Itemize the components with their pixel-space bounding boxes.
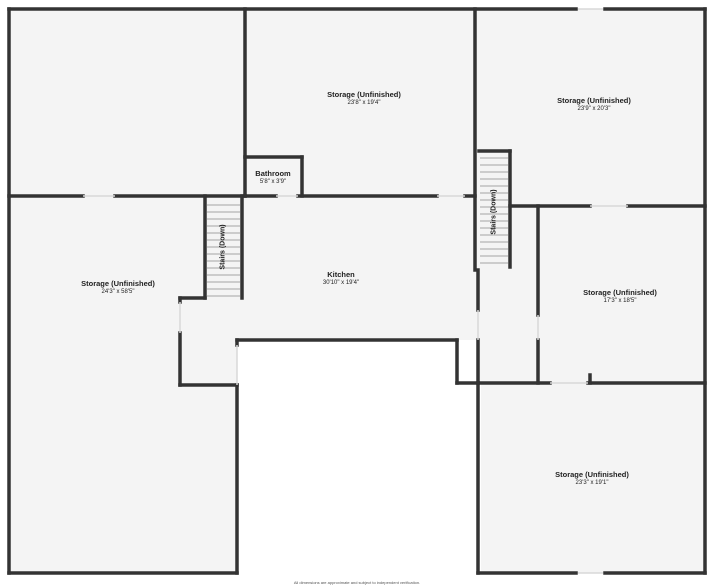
stairs-left-label: Stairs (Down) [219,224,227,270]
room-dimensions: 30'10" x 19'4" [322,280,360,286]
room-dimensions: 23'9" x 20'3" [577,106,611,112]
exterior-notch [237,340,478,576]
room-label-storage-top-right: Storage (Unfinished) 23'9" x 20'3" [557,96,631,113]
stairs-right-label: Stairs (Down) [490,189,498,235]
room-name: Bathroom [255,169,291,178]
room-dimensions: 23'8" x 19'4" [347,100,381,106]
room-dimensions: 23'3" x 19'1" [575,480,609,486]
room-label-storage-bottom-right: Storage (Unfinished) 23'3" x 19'1" [555,470,629,487]
room-label-kitchen: Kitchen 30'10" x 19'4" [323,270,359,287]
disclaimer-text: All dimensions are approximate and subje… [293,580,421,585]
room-name: Storage (Unfinished) [555,470,629,479]
room-name: Storage (Unfinished) [81,279,155,288]
stairs-left-treads [207,204,240,297]
room-name: Kitchen [327,270,355,279]
room-label-storage-left: Storage (Unfinished) 24'3" x 58'5" [81,279,155,296]
room-name: Storage (Unfinished) [327,90,401,99]
room-label-storage-top-middle: Storage (Unfinished) 23'8" x 19'4" [327,90,401,107]
walls [7,7,707,575]
door-gaps [83,8,628,574]
room-dimensions: 17'3" x 18'5" [603,298,637,304]
room-name: Storage (Unfinished) [583,288,657,297]
room-name: Storage (Unfinished) [557,96,631,105]
room-dimensions: 5'8" x 3'9" [259,179,287,185]
stairs-right-treads [480,157,508,264]
room-label-storage-mid-right: Storage (Unfinished) 17'3" x 18'5" [583,288,657,305]
room-label-bathroom: Bathroom 5'8" x 3'9" [255,169,290,186]
room-dimensions: 24'3" x 58'5" [101,289,135,295]
